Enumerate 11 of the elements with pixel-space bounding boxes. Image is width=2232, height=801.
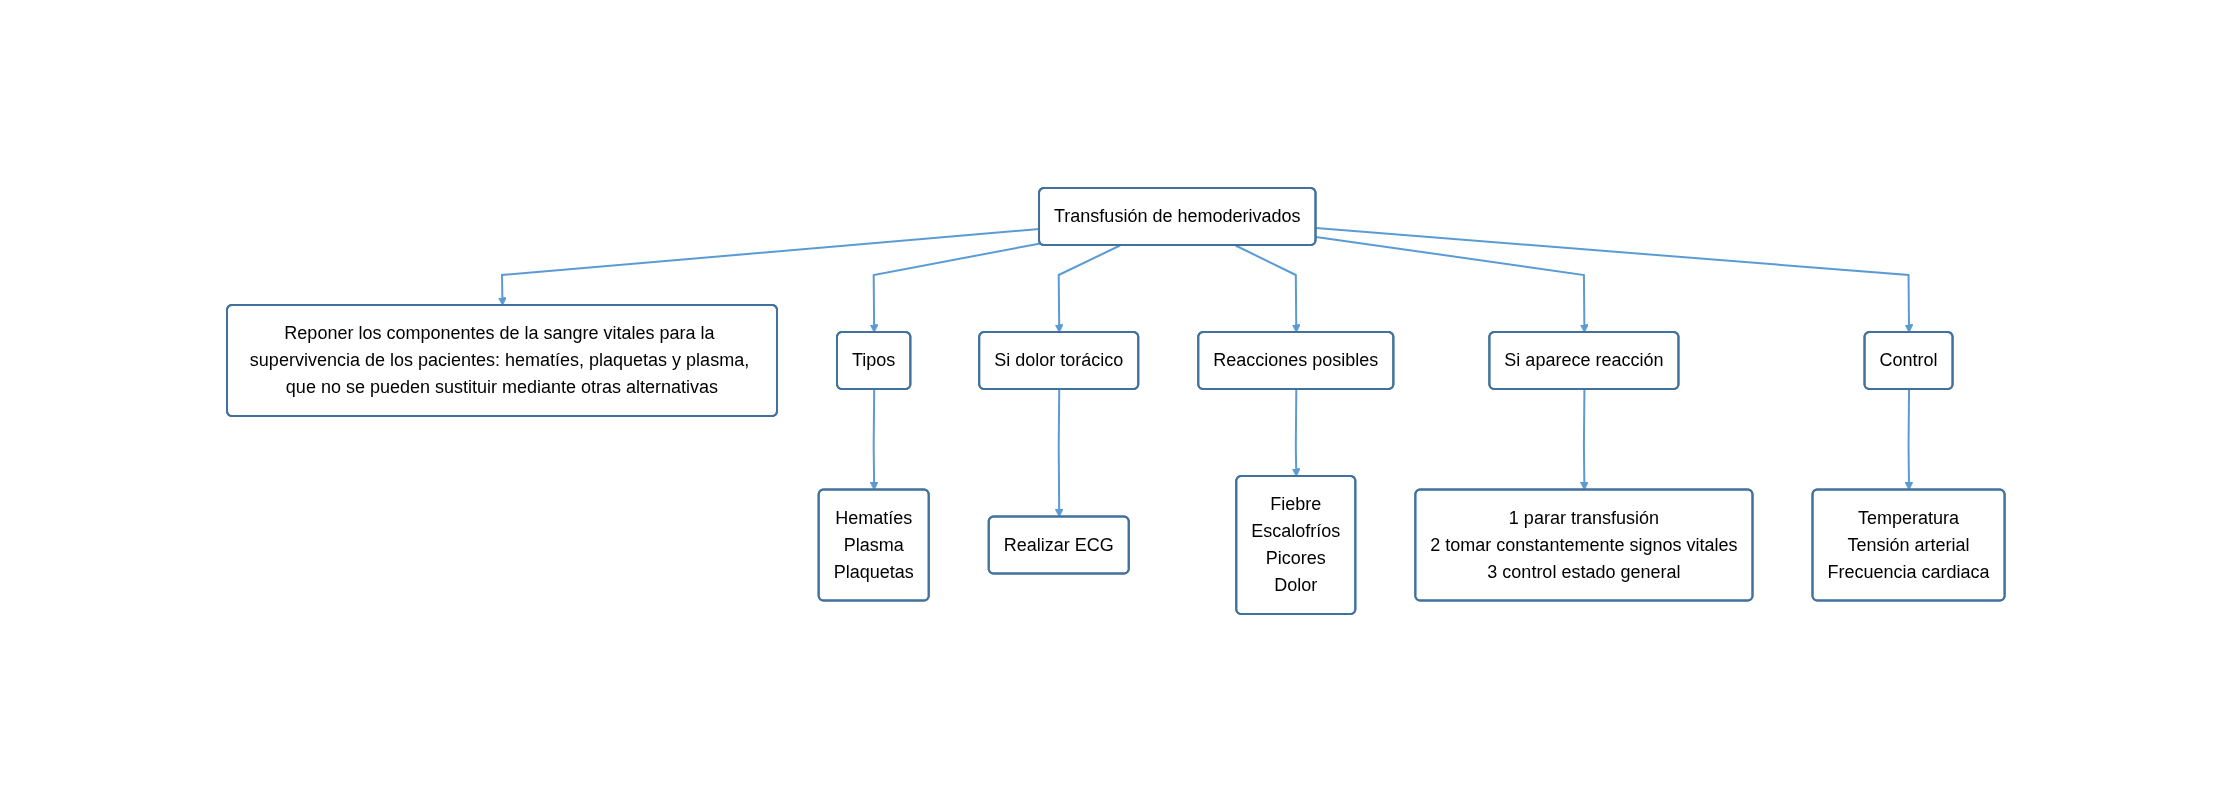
arrow — [1054, 388, 1064, 517]
arrow — [1580, 388, 1589, 490]
arrow — [1315, 226, 1914, 333]
arrow — [1315, 235, 1589, 333]
arrow — [1904, 388, 1914, 490]
arrow — [869, 388, 879, 490]
arrow — [1292, 388, 1301, 477]
arrow — [1234, 244, 1301, 333]
arrow — [869, 241, 1042, 333]
node-text: Reponer los componentes de la sangre vitales para la supervivencia de los pacientes: hematíes, plaquetas y plasma, que no se pueden sustituir mediante otras alternativas — [250, 322, 750, 397]
arrow — [1054, 244, 1122, 333]
